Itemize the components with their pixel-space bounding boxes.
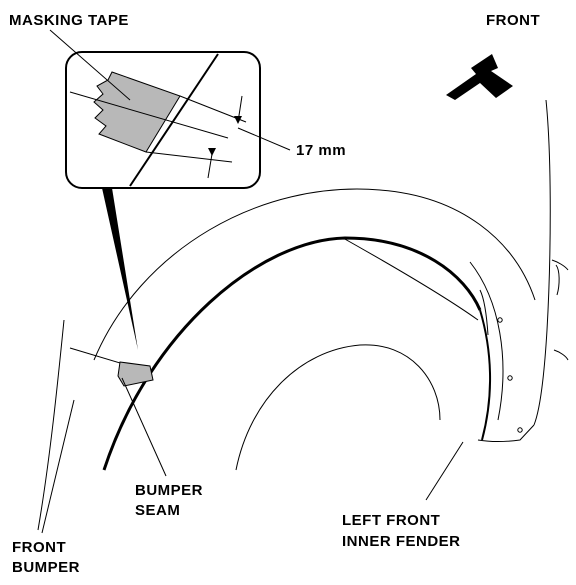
inner-fender-liner <box>342 237 535 442</box>
label-dimension-17mm: 17 mm <box>296 142 347 159</box>
label-inner-fender-line1: LEFT FRONT <box>342 512 441 529</box>
label-front-bumper-line1: FRONT <box>12 539 67 556</box>
front-bumper-edge <box>37 319 65 531</box>
tire-outline <box>235 344 441 471</box>
label-bumper-seam-line2: SEAM <box>135 502 181 519</box>
dimension-arrows <box>207 95 291 179</box>
label-masking-tape: MASKING TAPE <box>9 12 129 29</box>
bumper-seam <box>69 347 154 387</box>
detail-inset <box>65 51 261 189</box>
label-inner-fender-line2: INNER FENDER <box>342 533 461 550</box>
label-front: FRONT <box>486 12 541 29</box>
fender-flare-outer <box>93 188 536 361</box>
label-bumper-seam-line1: BUMPER <box>135 482 204 499</box>
front-direction-arrow-icon <box>446 54 513 100</box>
detail-pointer <box>102 188 138 350</box>
vehicle-body-outline <box>533 99 569 426</box>
wheel-opening-edge <box>102 236 491 471</box>
label-front-bumper-line2: BUMPER <box>12 559 81 576</box>
label-leaders <box>41 29 464 534</box>
